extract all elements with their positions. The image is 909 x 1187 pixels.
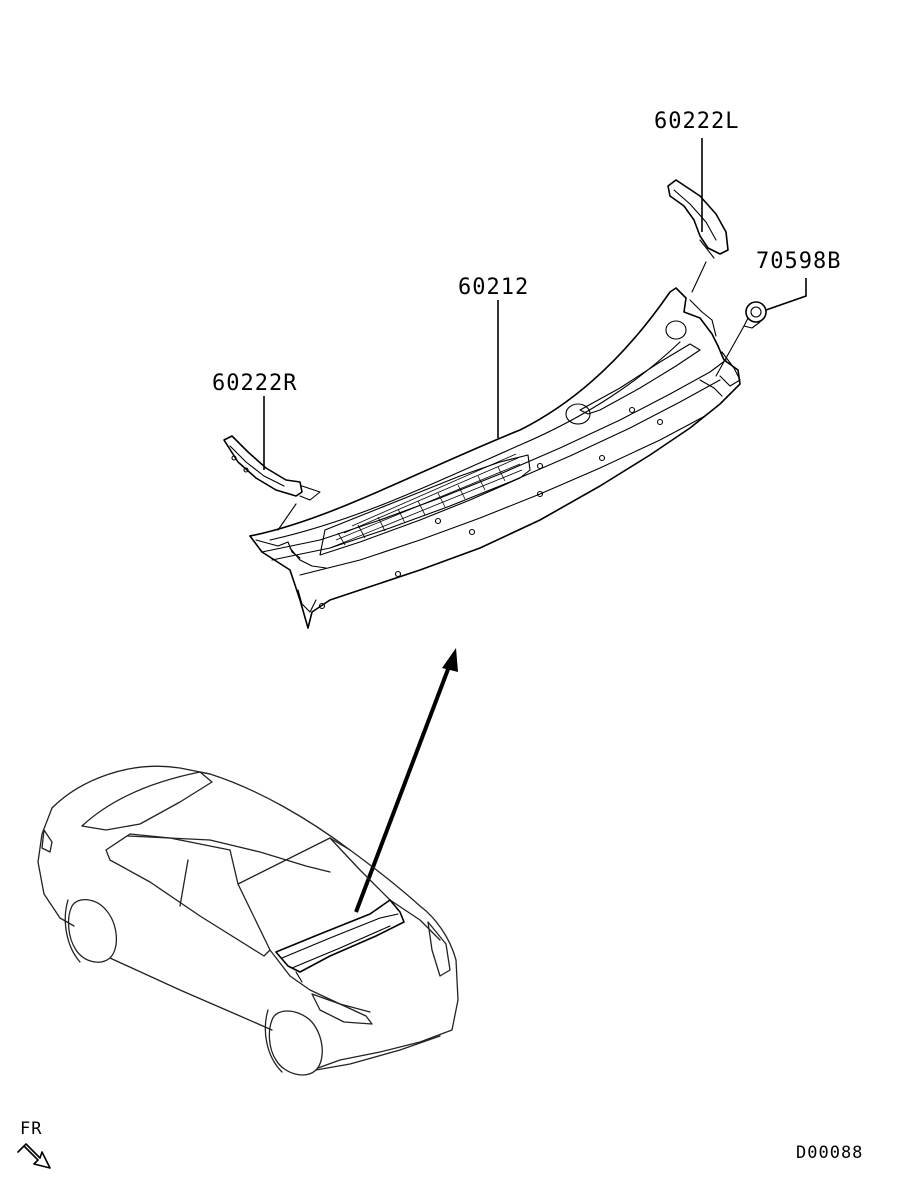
callout-70598B: 70598B	[756, 249, 841, 274]
callout-60222R: 60222R	[212, 371, 297, 396]
callout-60212: 60212	[458, 275, 529, 300]
clip-drawing	[743, 301, 767, 329]
diagram-code: D00088	[796, 1143, 863, 1163]
side-cover-rh-drawing	[223, 435, 321, 501]
callout-60222L: 60222L	[654, 109, 739, 134]
car-outline-drawing	[37, 765, 459, 1076]
leader-lines	[263, 138, 807, 531]
cowl-top-panel-drawing	[249, 287, 741, 629]
side-cover-lh-drawing	[667, 179, 729, 259]
front-direction-arrow-icon	[17, 1143, 51, 1169]
grille-mesh	[329, 453, 523, 549]
front-direction-label: FR	[20, 1119, 42, 1139]
location-arrow	[354, 648, 458, 913]
